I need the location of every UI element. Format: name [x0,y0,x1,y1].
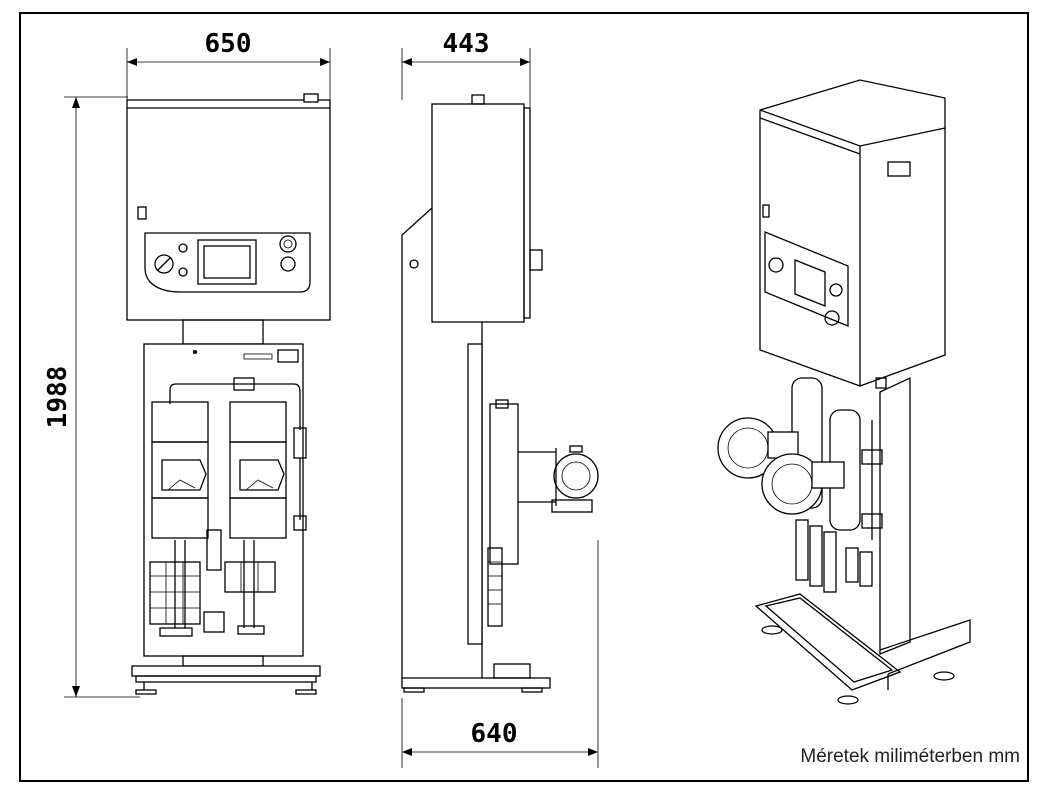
front-view: 650 1988 [43,29,331,698]
dimension-height-label: 1988 [43,366,73,429]
units-caption: Méretek miliméterben mm [800,746,1020,767]
dimension-depth-label: 443 [443,29,490,59]
side-view: 443 640 [401,29,599,768]
isometric-view [717,79,971,705]
dimension-width-label: 650 [205,29,252,59]
iso-terminal-blocks [795,519,873,593]
terminal-block-left [149,540,201,628]
drawing-border [19,12,1029,782]
dimension-base-label: 640 [471,719,518,749]
terminal-block-right [224,540,276,635]
